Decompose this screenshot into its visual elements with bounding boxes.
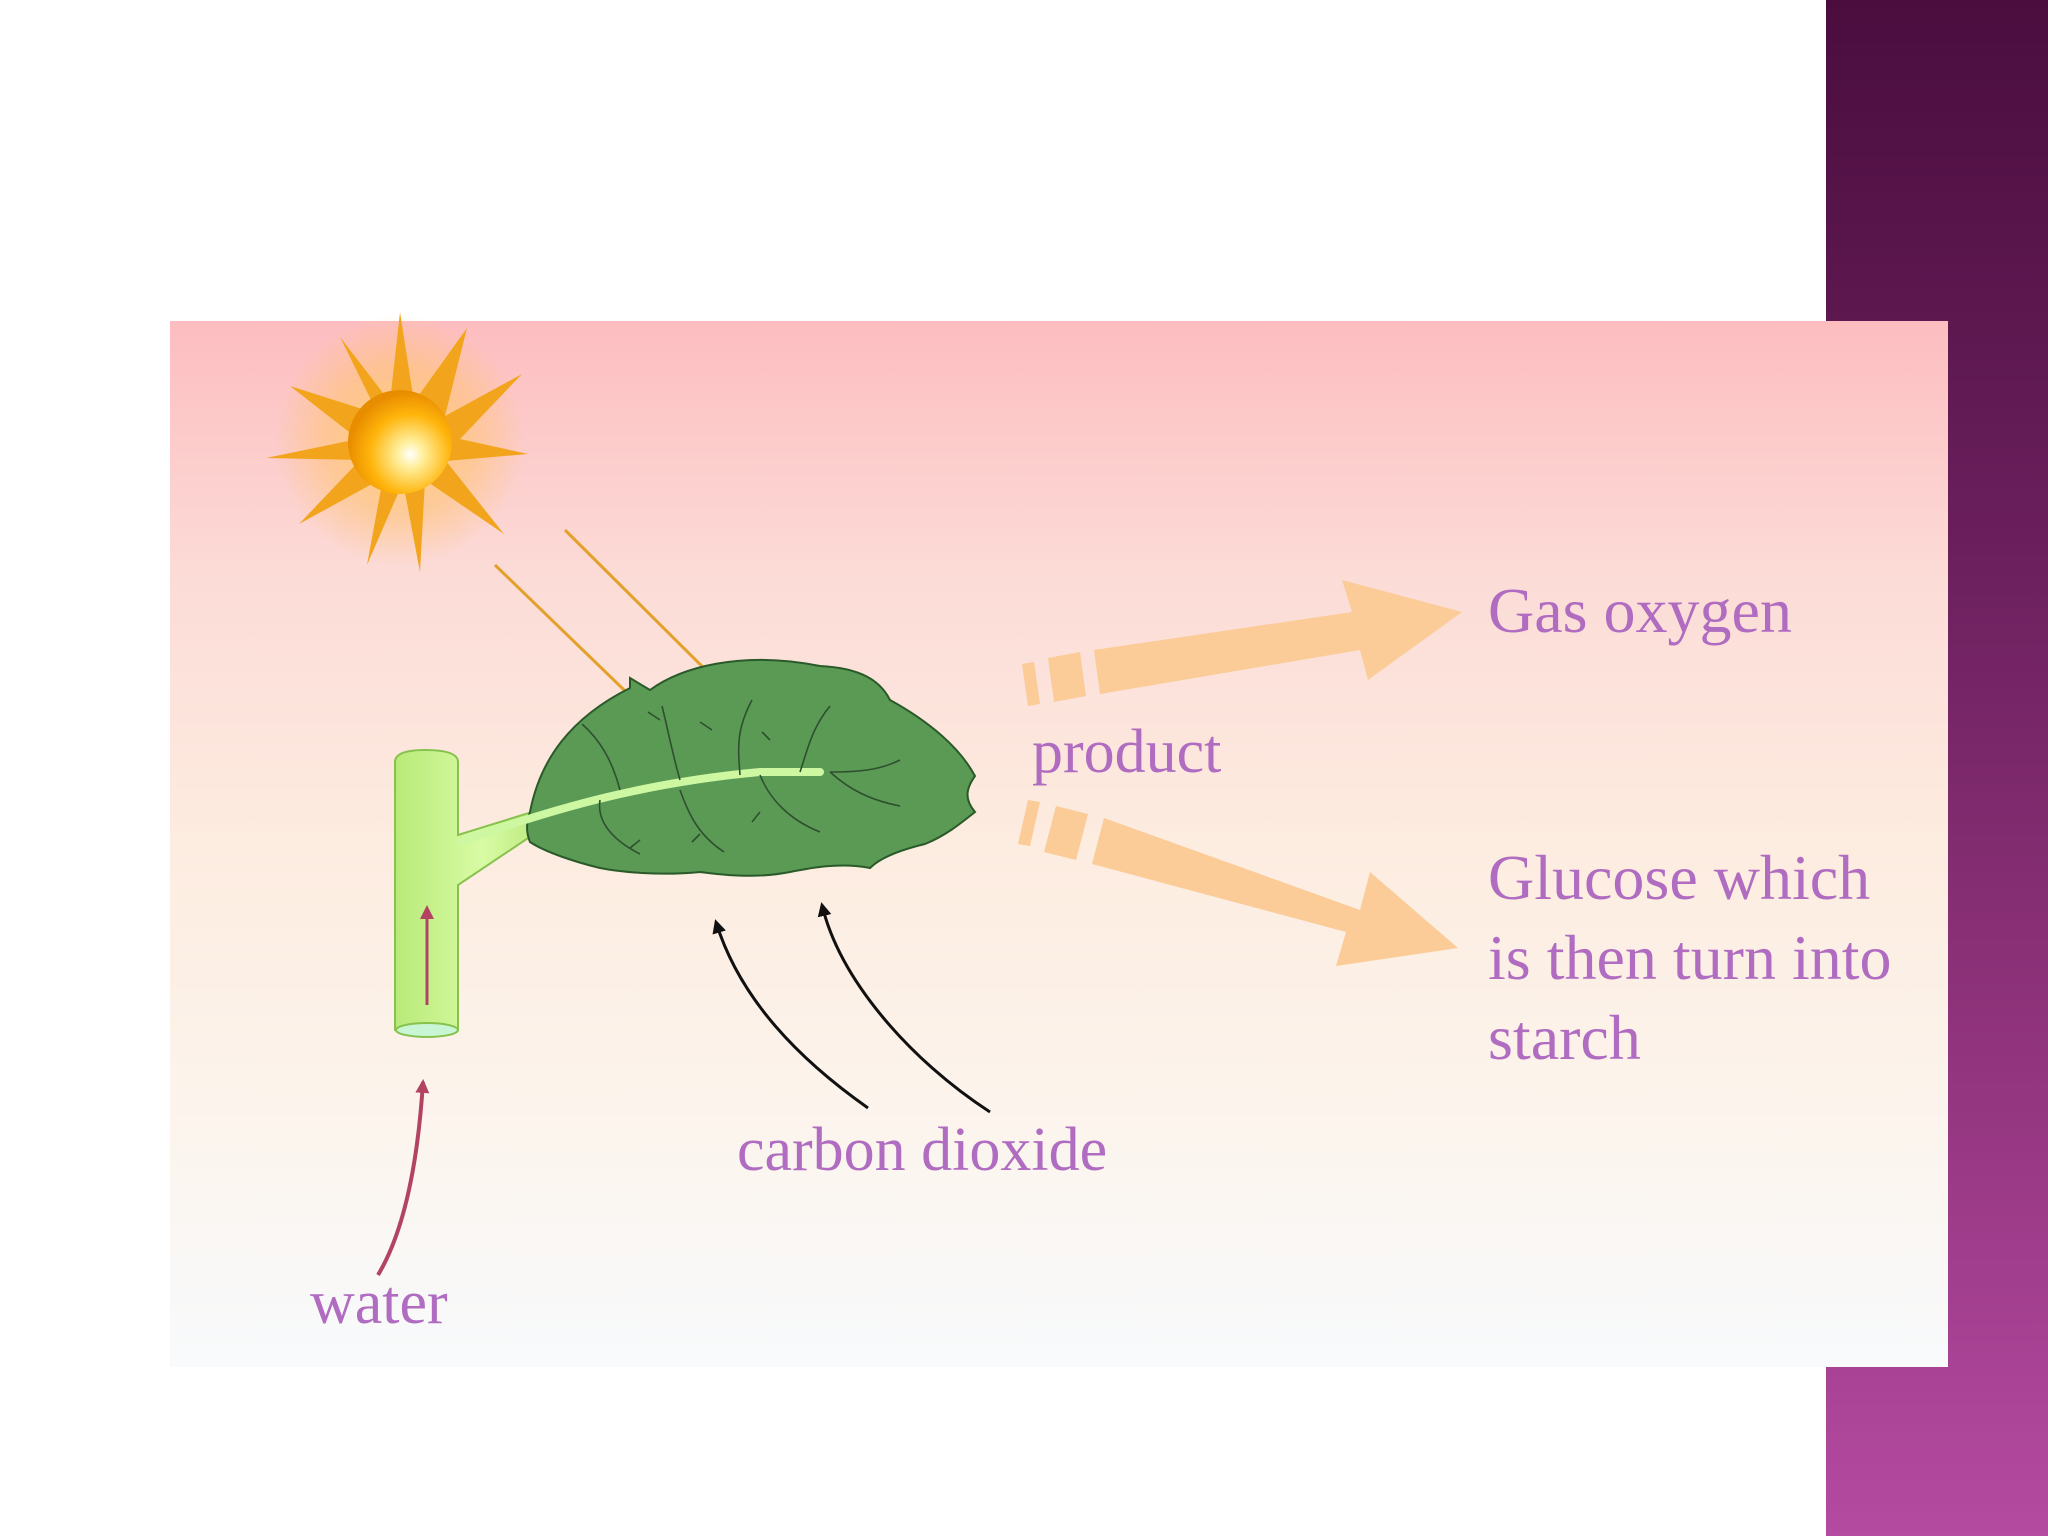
co2-arrow	[817, 902, 991, 1114]
glucose-label: Glucose which is then turn into starch	[1488, 842, 1892, 1073]
glucose-product-arrow	[1018, 800, 1458, 966]
leaf-icon	[456, 658, 977, 877]
water-label: water	[310, 1269, 448, 1337]
water-arrow	[376, 1079, 430, 1277]
product-label: product	[1032, 718, 1222, 786]
sun-icon	[266, 312, 528, 572]
carbon-dioxide-label: carbon dioxide	[737, 1116, 1108, 1184]
oxygen-product-arrow	[1022, 580, 1462, 706]
co2-arrow	[712, 919, 869, 1110]
oxygen-label: Gas oxygen	[1488, 575, 1792, 646]
